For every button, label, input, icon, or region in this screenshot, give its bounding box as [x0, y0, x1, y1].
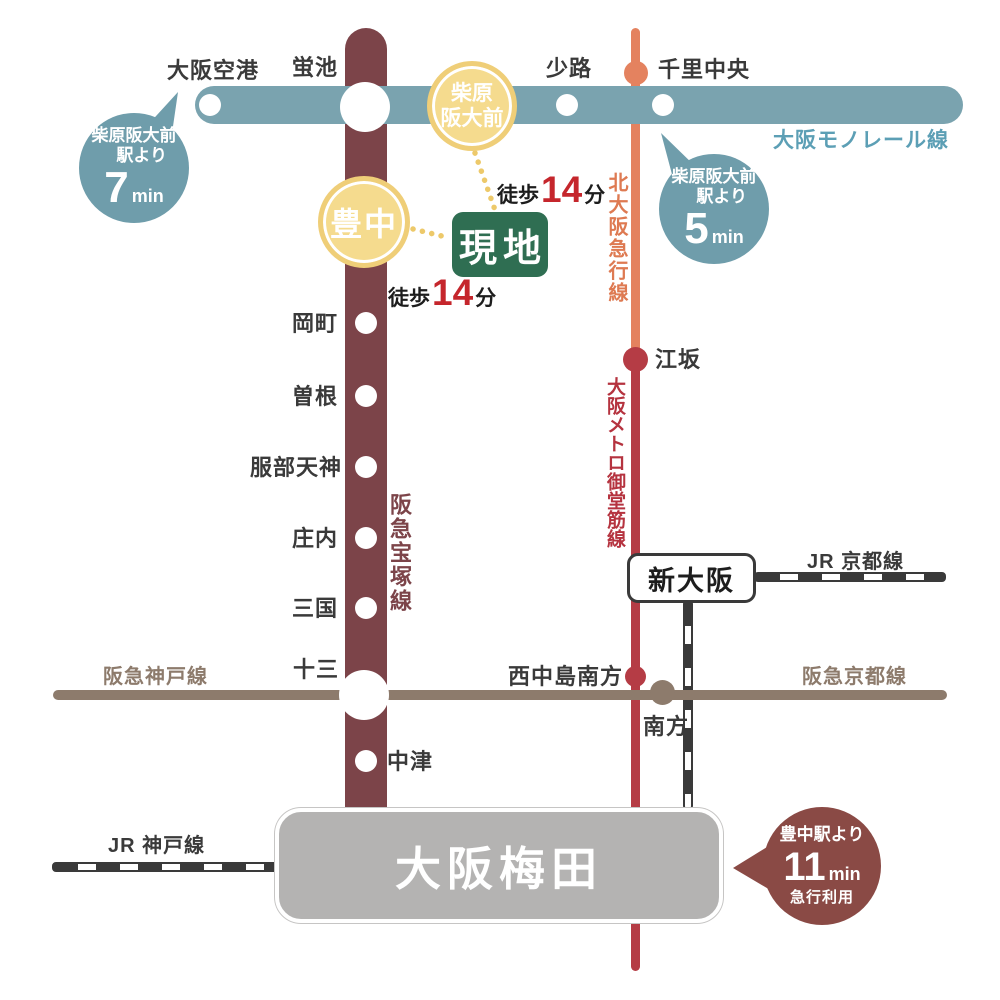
station-label-hotarugaike: 蛍池	[292, 55, 339, 80]
station-label-esaka: 江坂	[655, 347, 702, 372]
station-dot-hotarugaike	[340, 82, 390, 132]
station-box-osaka-umeda: 大阪梅田	[275, 808, 723, 923]
bubble-station: 柴原阪大前	[91, 126, 177, 146]
station-circle-toyonaka: 豊中	[318, 176, 410, 268]
station-label-shibahara-line2: 阪大前	[440, 107, 504, 130]
station-dot-shonai	[355, 527, 377, 549]
station-label-nakatsu: 中津	[387, 749, 434, 774]
midosuji-line	[631, 356, 640, 971]
walk-dotted-line-shibahara-site	[472, 150, 498, 213]
bubble-from-shibahara-5min: 柴原阪大前 駅より 5 min	[659, 154, 769, 264]
bubble-unit: min	[711, 226, 744, 247]
station-dot-hattori-tenjin	[355, 456, 377, 478]
bubble-minutes: 5	[684, 203, 709, 253]
kita-osaka-kyuko-line	[631, 28, 640, 360]
line-label-kita-osaka-kyuko: 北大阪急行線	[605, 172, 627, 304]
bubble-unit: min	[131, 185, 164, 206]
walk-prefix: 徒歩	[388, 287, 430, 310]
bubble-unit: min	[828, 863, 861, 884]
station-dot-juso	[339, 670, 389, 720]
station-label-senri-chuo: 千里中央	[658, 57, 751, 82]
line-label-midosuji: 大阪メトロ御堂筋線	[604, 377, 625, 548]
station-label-minamikata: 南方	[643, 714, 690, 739]
bubble-note: 急行利用	[789, 888, 854, 906]
station-dot-mikuni	[355, 597, 377, 619]
walk-suffix: 分	[475, 287, 497, 310]
bubble-from: 駅より	[116, 146, 167, 165]
bubble-station: 豊中駅より	[779, 825, 865, 845]
station-dot-nishinakajima	[625, 666, 646, 687]
station-label-shoji: 少路	[546, 56, 593, 81]
walk-prefix: 徒歩	[497, 184, 539, 207]
hankyu-kobe-kyoto-line	[53, 690, 947, 700]
line-label-monorail: 大阪モノレール線	[773, 129, 949, 152]
line-label-jr-kyoto: JR 京都線	[807, 551, 905, 573]
bubble-minutes: 7	[104, 162, 129, 212]
station-dot-minamikata	[650, 680, 675, 705]
bubble-from-shibahara-7min: 柴原阪大前 駅より 7 min	[79, 113, 189, 223]
walk-suffix: 分	[584, 184, 606, 207]
bubble-from-toyonaka-11min: 豊中駅より 11 min 急行利用	[763, 807, 881, 925]
line-label-hankyu-takarazuka: 阪急宝塚線	[387, 493, 412, 613]
station-label-sone: 曽根	[292, 384, 339, 409]
jr-kyoto-line	[754, 572, 946, 582]
site-location-box: 現地	[452, 212, 548, 277]
bubble-station: 柴原阪大前	[671, 167, 757, 187]
walk-minutes: 14	[432, 272, 474, 313]
station-label-shonai: 庄内	[292, 526, 339, 551]
line-label-hankyu-kobe: 阪急神戸線	[103, 666, 208, 688]
station-circle-shibahara-handai-mae: 柴原 阪大前	[427, 61, 517, 151]
station-dot-esaka	[623, 347, 648, 372]
jr-kobe-line	[52, 862, 278, 872]
line-label-hankyu-kyoto: 阪急京都線	[802, 666, 907, 688]
station-label-shibahara-line1: 柴原	[451, 81, 493, 105]
station-box-shin-osaka: 新大阪	[627, 553, 756, 603]
station-dot-senri-chuo-monorail	[652, 94, 674, 116]
station-label-okamachi: 岡町	[292, 311, 339, 336]
bubble-minutes: 11	[783, 844, 826, 889]
station-dot-osaka-airport	[199, 94, 221, 116]
station-label-hattori-tenjin: 服部天神	[250, 455, 343, 480]
jr-connector-line-shinosaka-umeda	[683, 600, 693, 810]
station-label-osaka-airport: 大阪空港	[167, 58, 260, 83]
station-label-mikuni: 三国	[292, 596, 339, 621]
station-label-toyonaka: 豊中	[329, 206, 398, 242]
line-label-jr-kobe: JR 神戸線	[108, 835, 206, 857]
osaka-monorail-line	[195, 86, 963, 124]
walk-dotted-line-toyonaka-site	[410, 226, 453, 241]
walk-minutes: 14	[541, 169, 583, 210]
station-dot-nakatsu	[355, 750, 377, 772]
station-dot-sone	[355, 385, 377, 407]
station-label-juso: 十三	[293, 657, 340, 682]
bubble-from: 駅より	[696, 187, 747, 206]
station-dot-okamachi	[355, 312, 377, 334]
station-dot-senri-chuo-kyuko	[624, 61, 648, 85]
station-dot-shoji	[556, 94, 578, 116]
station-label-nishinakajima: 西中島南方	[508, 664, 624, 689]
